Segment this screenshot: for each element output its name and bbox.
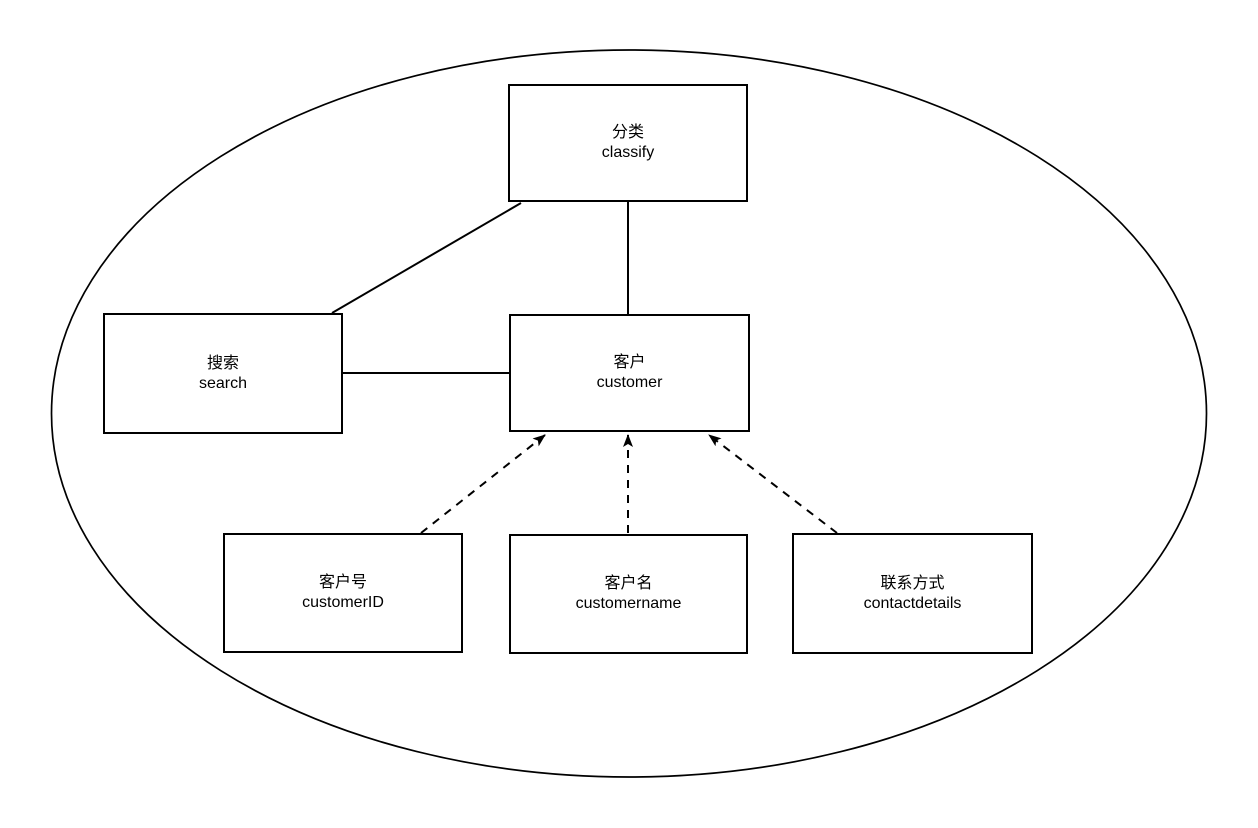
node-customername: 客户名 customername (509, 534, 748, 654)
edge-search-classify (331, 202, 522, 314)
node-search-label-en: search (198, 374, 248, 392)
node-customerid-label-en: customerID (302, 594, 384, 611)
node-contactdetails-label-en: contactdetails (863, 594, 962, 612)
edge-customerid-customer (420, 434, 546, 534)
node-customerid-label-zh: 客户号 (318, 574, 367, 591)
node-customer: 客户 customer (509, 314, 750, 432)
node-contactdetails: 联系方式 contactdetails (792, 533, 1033, 654)
node-customer-label-en: customer (596, 374, 663, 391)
node-search: 搜索 search (103, 313, 343, 434)
node-customer-label-zh: 客户 (613, 354, 646, 371)
boundary-ellipse (50, 49, 1208, 778)
node-classify-label-zh: 分类 (611, 124, 644, 141)
edge-contactdetails-customer (708, 434, 838, 534)
node-contactdetails-label-zh: 联系方式 (880, 574, 945, 592)
node-classify: 分类 classify (508, 84, 748, 202)
node-customername-label-en: customername (575, 595, 682, 612)
node-classify-label-en: classify (601, 144, 655, 161)
node-customername-label-zh: 客户名 (604, 575, 653, 592)
node-customerid: 客户号 customerID (223, 533, 463, 653)
node-search-label-zh: 搜索 (206, 354, 239, 372)
